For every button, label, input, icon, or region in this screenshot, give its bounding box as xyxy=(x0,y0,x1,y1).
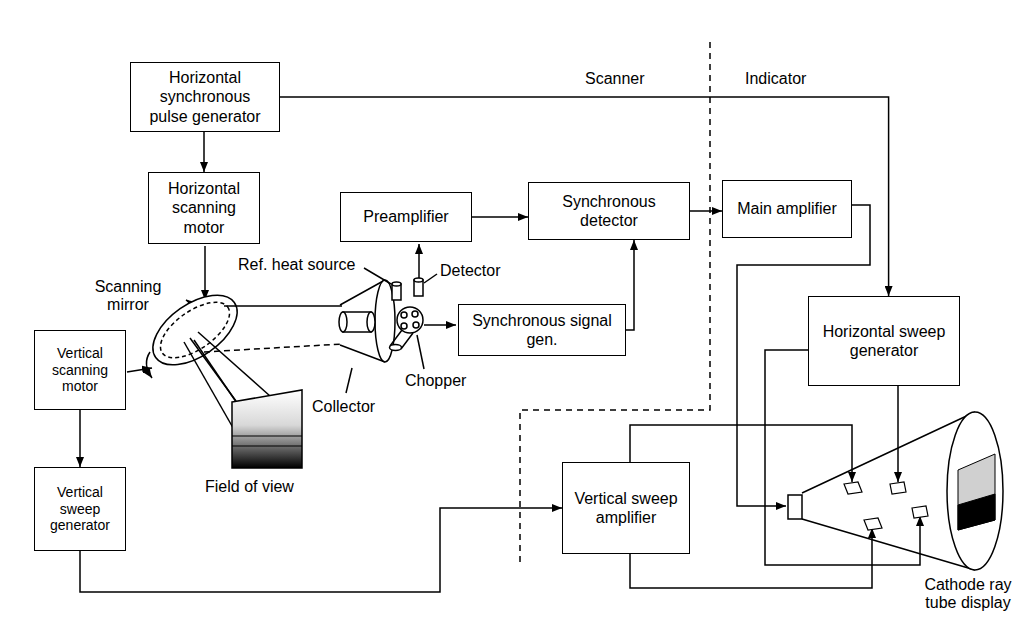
box-text: Vertical scanning motor xyxy=(43,345,117,395)
process-box: Synchronous detector xyxy=(528,182,690,240)
signal-arrow xyxy=(280,97,889,296)
signal-arrow xyxy=(690,210,722,212)
part-label: Ref. heat source xyxy=(238,256,355,274)
part-label: Scanner xyxy=(585,70,645,88)
box-text: Synchronous signal gen. xyxy=(467,311,617,349)
process-box: Synchronous signal gen. xyxy=(458,304,626,356)
box-text: Vertical sweep generator xyxy=(43,484,117,534)
signal-arrow xyxy=(472,216,528,218)
process-box: Vertical sweep generator xyxy=(34,467,126,551)
signal-arrow xyxy=(79,410,81,467)
box-text: Vertical sweep amplifier xyxy=(571,489,681,527)
process-box: Main amplifier xyxy=(722,180,852,238)
process-box: Horizontal synchronous pulse generator xyxy=(130,62,280,132)
box-text: Main amplifier xyxy=(737,199,837,218)
part-label: Cathode ray tube display xyxy=(922,576,1014,613)
part-label: Detector xyxy=(440,262,500,280)
signal-arrow xyxy=(80,508,562,592)
process-box: Vertical sweep amplifier xyxy=(562,462,690,554)
box-text: Preamplifier xyxy=(363,207,448,226)
part-label: Chopper xyxy=(405,372,466,390)
box-text: Horizontal sweep generator xyxy=(817,322,951,360)
process-box: Vertical scanning motor xyxy=(34,330,126,410)
part-label: Collector xyxy=(312,398,375,416)
process-box: Horizontal sweep generator xyxy=(808,296,960,386)
process-box: Preamplifier xyxy=(340,192,472,242)
box-text: Synchronous detector xyxy=(537,192,681,230)
part-label: Scanning mirror xyxy=(90,278,166,315)
part-label: Indicator xyxy=(745,70,806,88)
signal-arrow xyxy=(203,132,205,172)
box-text: Horizontal scanning motor xyxy=(157,179,251,237)
process-box: Horizontal scanning motor xyxy=(148,172,260,244)
part-label: Field of view xyxy=(205,478,294,496)
signal-arrow xyxy=(626,240,634,330)
boundary-line xyxy=(520,42,710,562)
box-text: Horizontal synchronous pulse generator xyxy=(139,68,271,126)
